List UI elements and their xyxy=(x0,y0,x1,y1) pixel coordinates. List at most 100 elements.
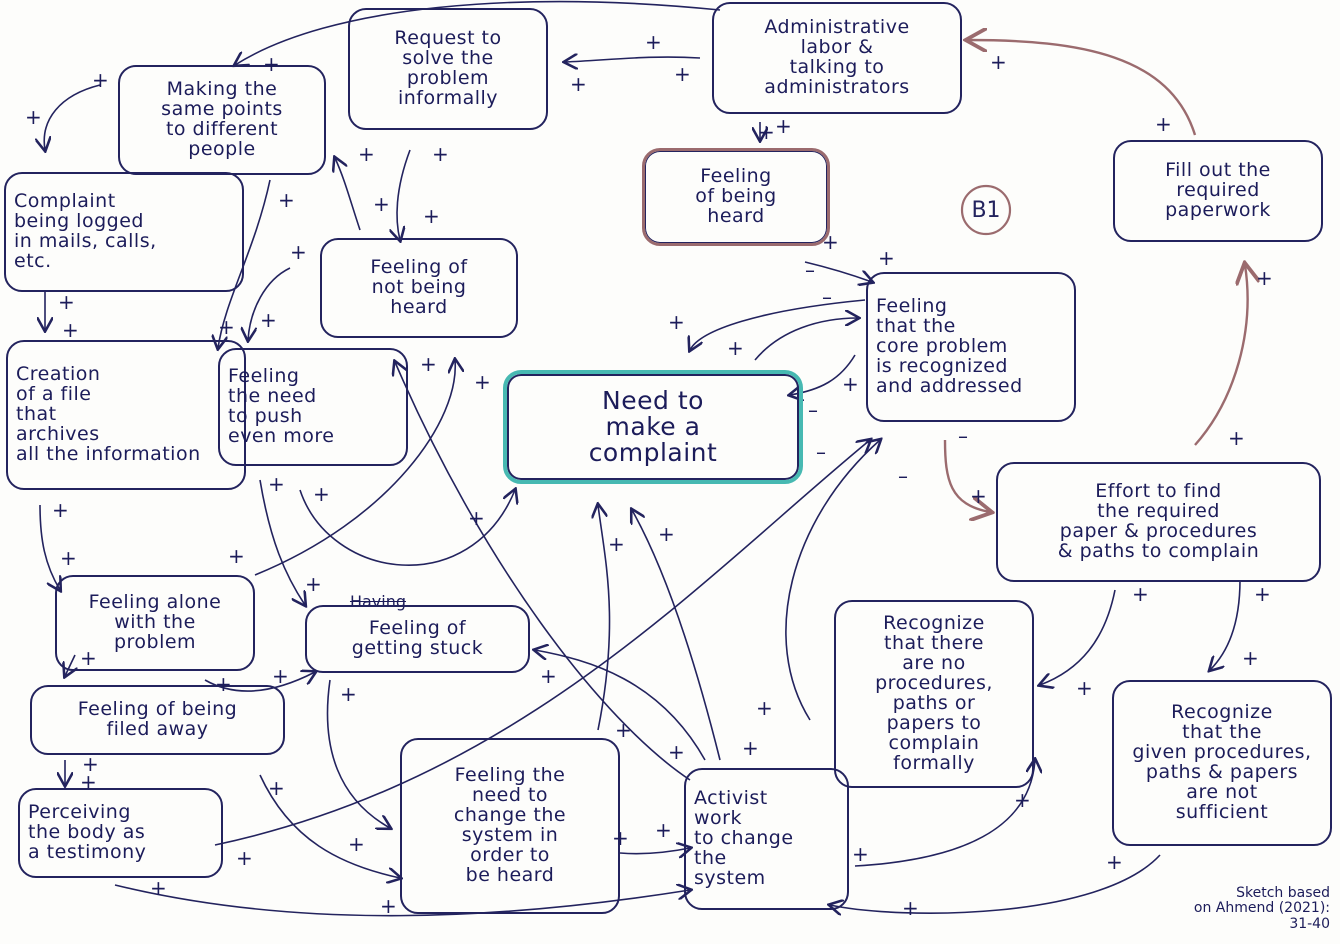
node-creation-file: Creation of a file that archives all the… xyxy=(6,340,246,490)
link-effort-to-fill xyxy=(1194,265,1248,446)
node-recognize-insufficient: Recognize that the given procedures, pat… xyxy=(1112,680,1332,846)
sign-plus: + xyxy=(80,770,97,794)
link-making-to-push xyxy=(218,179,271,348)
link-admin-to-request xyxy=(565,57,701,62)
sign-plus: + xyxy=(758,120,775,144)
sign-plus: + xyxy=(842,372,859,396)
node-recognize-none: Recognize that there are no procedures, … xyxy=(834,600,1034,788)
sign-plus: + xyxy=(742,736,759,760)
sign-plus: + xyxy=(822,230,839,254)
sign-plus: + xyxy=(423,204,440,228)
sign-plus: + xyxy=(25,105,42,129)
sign-plus: + xyxy=(268,472,285,496)
link-feeling-heard-to-core xyxy=(804,261,872,282)
link-file-to-alone xyxy=(39,504,60,590)
link-push-to-need xyxy=(299,490,515,566)
sign-plus: + xyxy=(1076,676,1093,700)
sign-minus: – xyxy=(822,285,832,309)
sign-minus: – xyxy=(805,258,815,282)
node-feeling-alone: Feeling alone with the problem xyxy=(55,575,255,671)
sign-plus: + xyxy=(756,696,773,720)
sign-plus: + xyxy=(608,532,625,556)
node-feeling-not-heard: Feeling of not being heard xyxy=(320,238,518,338)
sign-plus: + xyxy=(1132,582,1149,606)
sign-plus: + xyxy=(1106,850,1123,874)
sign-plus: + xyxy=(645,30,662,54)
sign-plus: + xyxy=(373,192,390,216)
link-fill-to-admin xyxy=(968,40,1197,136)
sign-plus: + xyxy=(570,72,587,96)
sign-plus: + xyxy=(52,498,69,522)
link-not-heard-to-request xyxy=(335,158,361,231)
link-not-heard-to-push xyxy=(248,267,291,340)
sign-plus: + xyxy=(902,896,919,920)
link-alone-to-not-heard xyxy=(254,360,455,576)
sign-plus: + xyxy=(420,352,437,376)
sign-plus: + xyxy=(658,522,675,546)
node-core-problem: Feeling that the core problem is recogni… xyxy=(866,272,1076,422)
sign-plus: + xyxy=(305,572,322,596)
sign-plus: + xyxy=(1014,788,1031,812)
link-need-to-core xyxy=(754,318,858,361)
sign-plus: + xyxy=(655,818,672,842)
sign-plus: + xyxy=(990,50,1007,74)
link-push-to-stuck xyxy=(259,479,305,605)
sign-plus: + xyxy=(340,682,357,706)
sign-plus: + xyxy=(218,315,235,339)
sign-plus: + xyxy=(970,484,987,508)
sign-plus: + xyxy=(1155,112,1172,136)
link-stuck-to-change xyxy=(326,679,391,828)
sign-plus: + xyxy=(92,68,109,92)
sign-plus: + xyxy=(150,876,167,900)
sign-plus: + xyxy=(60,546,77,570)
sign-plus: + xyxy=(674,62,691,86)
sign-plus: + xyxy=(668,310,685,334)
sign-plus: + xyxy=(878,246,895,270)
sign-plus: + xyxy=(432,142,449,166)
link-alone-body-to-change xyxy=(259,774,400,878)
link-core-to-need-lower xyxy=(790,354,856,395)
node-feeling-change: Feeling the need to change the system in… xyxy=(400,738,620,914)
node-effort-find: Effort to find the required paper & proc… xyxy=(996,462,1321,582)
sign-plus: + xyxy=(228,544,245,568)
source-note: Sketch based on Ahmend (2021): 31-40 xyxy=(1193,885,1330,932)
sign-minus: – xyxy=(898,464,908,488)
link-request-to-not-heard xyxy=(397,149,411,240)
link-activist-to-stuck xyxy=(535,650,706,761)
sign-plus: + xyxy=(58,290,75,314)
link-core-to-effort xyxy=(943,439,990,512)
node-perceiving-body: Perceiving the body as a testimony xyxy=(18,788,223,878)
sign-plus: + xyxy=(278,188,295,212)
node-feeling-push: Feeling the need to push even more xyxy=(218,348,408,466)
node-admin-labor: Administrative labor & talking to admini… xyxy=(712,2,962,114)
node-need-complaint: Need to make a complaint xyxy=(503,370,803,484)
sign-plus: + xyxy=(236,846,253,870)
sign-plus: + xyxy=(852,842,869,866)
sign-minus: – xyxy=(808,398,818,422)
sign-plus: + xyxy=(268,776,285,800)
node-feeling-filed: Feeling of being filed away xyxy=(30,685,285,755)
sign-plus: + xyxy=(1256,266,1273,290)
link-insufficient-to-activist xyxy=(830,854,1161,913)
sign-plus: + xyxy=(474,370,491,394)
node-fill-paperwork: Fill out the required paperwork xyxy=(1113,140,1323,242)
node-activist-work: Activist work to change the system xyxy=(684,768,849,910)
sign-plus: + xyxy=(80,646,97,670)
sign-plus: + xyxy=(1242,646,1259,670)
sign-plus: + xyxy=(1228,426,1245,450)
link-effort-to-insufficient xyxy=(1210,579,1241,670)
sign-plus: + xyxy=(272,664,289,688)
link-activist-to-not-heard xyxy=(395,362,691,781)
sign-plus: + xyxy=(260,308,277,332)
sign-plus: + xyxy=(215,672,232,696)
loop-circle xyxy=(960,184,1012,236)
sign-plus: + xyxy=(62,318,79,342)
link-core-to-need xyxy=(690,299,866,350)
link-effort-to-none xyxy=(1040,589,1116,685)
node-feeling-heard: Feeling of being heard xyxy=(642,148,830,246)
sign-minus: – xyxy=(958,424,968,448)
sign-plus: + xyxy=(82,752,99,776)
sign-plus: + xyxy=(263,52,280,76)
node-feeling-stuck: Feeling of getting stuck xyxy=(305,605,530,673)
